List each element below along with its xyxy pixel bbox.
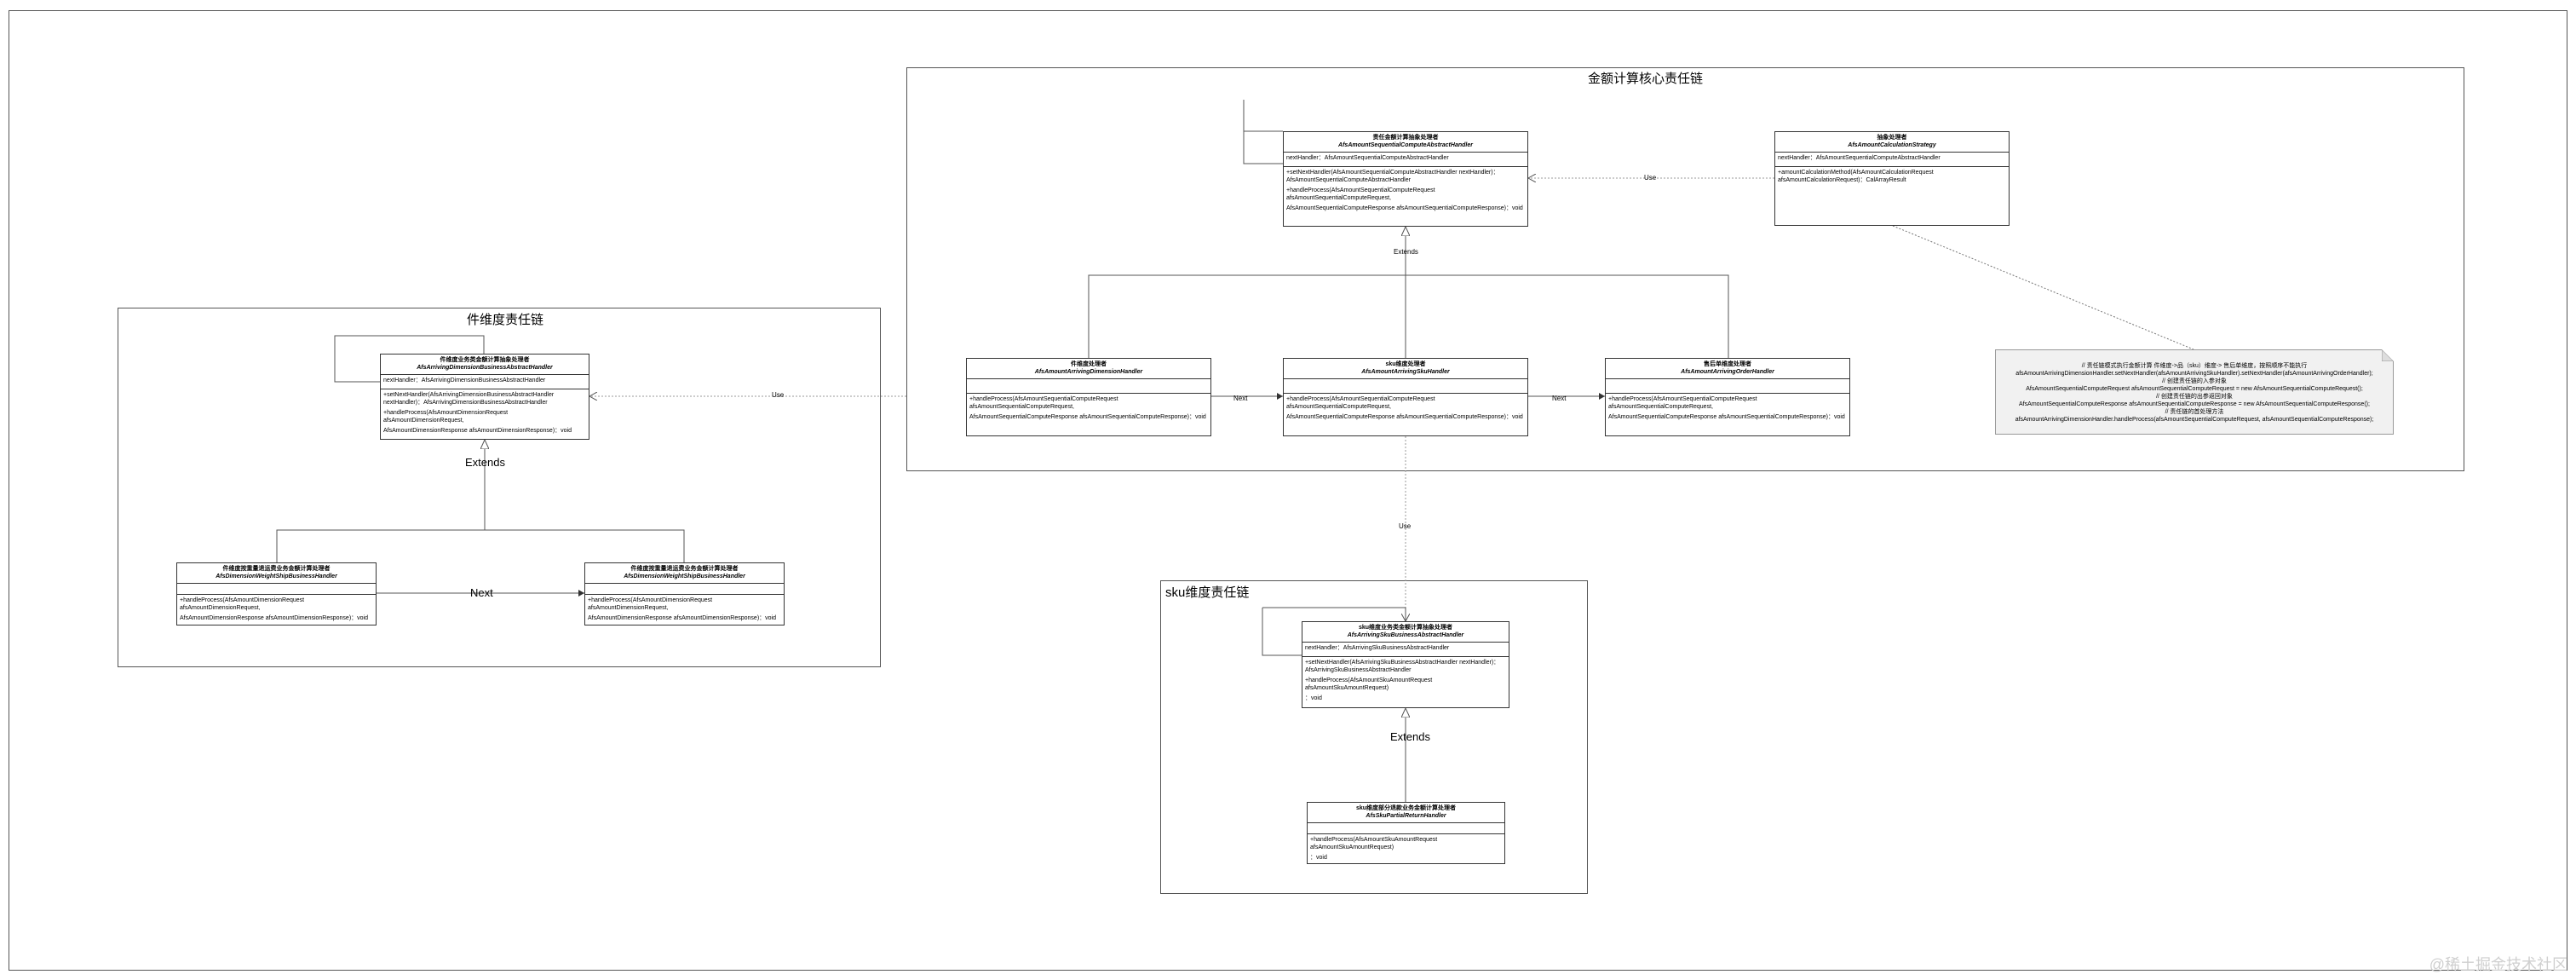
class-attributes — [585, 584, 784, 595]
class-piece-abstract-handler[interactable]: 件维度业务类金额计算抽象处理者 AfsArrivingDimensionBusi… — [380, 354, 589, 440]
class-operations: +handleProcess(AfsAmountDimensionRequest… — [588, 597, 776, 621]
class-stereotype: 售后单维度处理者 — [1704, 361, 1751, 367]
class-sku-abstract-handler[interactable]: sku维度业务类金额计算抽象处理者 AfsArrivingSkuBusiness… — [1302, 621, 1509, 708]
class-core-abstract-handler[interactable]: 责任金额计算抽象处理者 AfsAmountSequentialComputeAb… — [1283, 131, 1528, 227]
class-stereotype: 抽象处理者 — [1877, 135, 1907, 141]
note-fold-corner-icon — [2382, 349, 2394, 361]
watermark: @稀土掘金技术社区 — [2429, 956, 2567, 973]
note-line: // 创建责任链的出参返回对象 — [2156, 394, 2233, 400]
package-core-chain — [906, 67, 2464, 471]
aggregation-self-piece — [334, 335, 485, 382]
generalization-piece-right — [485, 529, 685, 562]
class-operations: +setNextHandler(AfsArrivingSkuBusinessAb… — [1305, 660, 1500, 701]
class-attributes: nextHandler：AfsAmountSequentialComputeAb… — [1775, 153, 2009, 167]
use-label-piece: Use — [772, 391, 785, 399]
class-name: AfsArrivingDimensionBusinessAbstractHand… — [417, 365, 553, 371]
code-note: // 责任链模式执行金额计算 件维度->品（sku）维度-> 售后单维度，按照顺… — [1995, 349, 2394, 435]
class-operations: +handleProcess(AfsAmountDimensionRequest… — [180, 597, 368, 621]
class-operations: +amountCalculationMethod(AfsAmountCalcul… — [1778, 170, 1935, 183]
note-line: AfsAmountSequentialComputeRequest afsAmo… — [2026, 386, 2363, 392]
class-piece-weight-ship-handler-right[interactable]: 件维度按重量退运费业务金额计算处理者 AfsDimensionWeightShi… — [584, 562, 785, 625]
class-name: AfsSkuPartialReturnHandler — [1366, 813, 1446, 819]
package-sku-chain — [1160, 580, 1588, 894]
class-name: AfsAmountCalculationStrategy — [1848, 142, 1936, 148]
class-operations: +handleProcess(AfsAmountSequentialComput… — [969, 396, 1206, 420]
class-attributes — [177, 584, 376, 595]
class-sku-partial-return-handler[interactable]: sku维度部分退款业务金额计算处理者 AfsSkuPartialReturnHa… — [1307, 802, 1505, 864]
next-label-core-2: Next — [1552, 395, 1567, 402]
class-core-piece-handler[interactable]: 件维度处理者 AfsAmountArrivingDimensionHandler… — [966, 358, 1211, 436]
class-attributes — [967, 379, 1210, 394]
class-attributes — [1308, 823, 1504, 834]
class-name: AfsDimensionWeightShipBusinessHandler — [624, 574, 745, 579]
package-core-chain-title: 金额计算核心责任链 — [1588, 72, 1704, 86]
aggregation-self-core — [1243, 100, 1283, 164]
class-operations: +handleProcess(AfsAmountSequentialComput… — [1608, 396, 1845, 420]
class-calculation-strategy[interactable]: 抽象处理者 AfsAmountCalculationStrategy nextH… — [1774, 131, 2010, 226]
class-operations: +handleProcess(AfsAmountSkuAmountRequest… — [1310, 837, 1440, 861]
class-stereotype: 件维度业务类金额计算抽象处理者 — [440, 357, 530, 363]
note-line: // 创建责任链的入参对象 — [2162, 378, 2227, 384]
generalization-piece-left — [276, 440, 485, 562]
class-stereotype: sku维度业务类金额计算抽象处理者 — [1358, 625, 1453, 631]
class-name: AfsArrivingSkuBusinessAbstractHandler — [1347, 632, 1464, 638]
class-core-sku-handler[interactable]: sku维度处理者 AfsAmountArrivingSkuHandler +ha… — [1283, 358, 1528, 436]
class-piece-weight-ship-handler-left[interactable]: 件维度按重量退运费业务金额计算处理者 AfsDimensionWeightShi… — [176, 562, 377, 625]
aggregation-self-sku-2 — [1262, 607, 1406, 621]
class-operations: +handleProcess(AfsAmountSequentialComput… — [1286, 396, 1523, 420]
class-attributes: nextHandler：AfsAmountSequentialComputeAb… — [1284, 153, 1527, 167]
class-attributes: nextHandler：AfsArrivingSkuBusinessAbstra… — [1302, 643, 1509, 657]
class-attributes — [1606, 379, 1849, 394]
next-label-piece: Next — [470, 586, 493, 599]
class-name: AfsDimensionWeightShipBusinessHandler — [216, 574, 337, 579]
class-core-order-handler[interactable]: 售后单维度处理者 AfsAmountArrivingOrderHandler +… — [1605, 358, 1850, 436]
outer-frame — [9, 10, 2567, 971]
note-line: afsAmountArrivingDimensionHandler.handle… — [2015, 417, 2374, 423]
extends-label-core: Extends — [1394, 248, 1418, 256]
class-attributes: nextHandler：AfsArrivingDimensionBusiness… — [381, 375, 589, 389]
class-name: AfsAmountArrivingOrderHandler — [1681, 369, 1774, 375]
class-stereotype: sku维度部分退款业务金额计算处理者 — [1355, 805, 1457, 811]
class-stereotype: 责任金额计算抽象处理者 — [1372, 135, 1439, 141]
aggregation-self-sku — [1262, 608, 1302, 656]
class-operations: +setNextHandler(AfsAmountSequentialCompu… — [1286, 170, 1523, 211]
package-piece-chain-title: 件维度责任链 — [467, 313, 544, 327]
class-attributes — [1284, 379, 1527, 394]
package-sku-chain-title: sku维度责任链 — [1165, 585, 1250, 600]
class-name: AfsAmountArrivingDimensionHandler — [1034, 369, 1143, 375]
note-line: afsAmountArrivingDimensionHandler.setNex… — [2015, 371, 2373, 377]
class-name: AfsAmountArrivingSkuHandler — [1361, 369, 1450, 375]
class-name: AfsAmountSequentialComputeAbstractHandle… — [1338, 142, 1473, 148]
extends-label-piece: Extends — [465, 456, 505, 469]
class-stereotype: 件维度按重量退运费业务金额计算处理者 — [222, 566, 331, 572]
class-stereotype: 件维度处理者 — [1071, 361, 1107, 367]
extends-label-sku: Extends — [1390, 730, 1430, 743]
class-operations: +setNextHandler(AfsArrivingDimensionBusi… — [383, 392, 572, 434]
note-line: AfsAmountSequentialComputeResponse afsAm… — [2019, 401, 2370, 407]
generalization-core-branch — [1088, 274, 1729, 358]
use-label-sku: Use — [1399, 522, 1412, 530]
note-line: // 责任链模式执行金额计算 件维度->品（sku）维度-> 售后单维度，按照顺… — [2081, 363, 2308, 369]
package-piece-chain — [118, 308, 881, 667]
next-label-core-1: Next — [1233, 395, 1248, 402]
note-line: // 责任链的首处理方法 — [2165, 409, 2224, 415]
class-stereotype: sku维度处理者 — [1385, 361, 1426, 367]
use-label-core: Use — [1644, 174, 1657, 182]
class-stereotype: 件维度按重量退运费业务金额计算处理者 — [630, 566, 739, 572]
note-anchor — [1892, 225, 2194, 350]
